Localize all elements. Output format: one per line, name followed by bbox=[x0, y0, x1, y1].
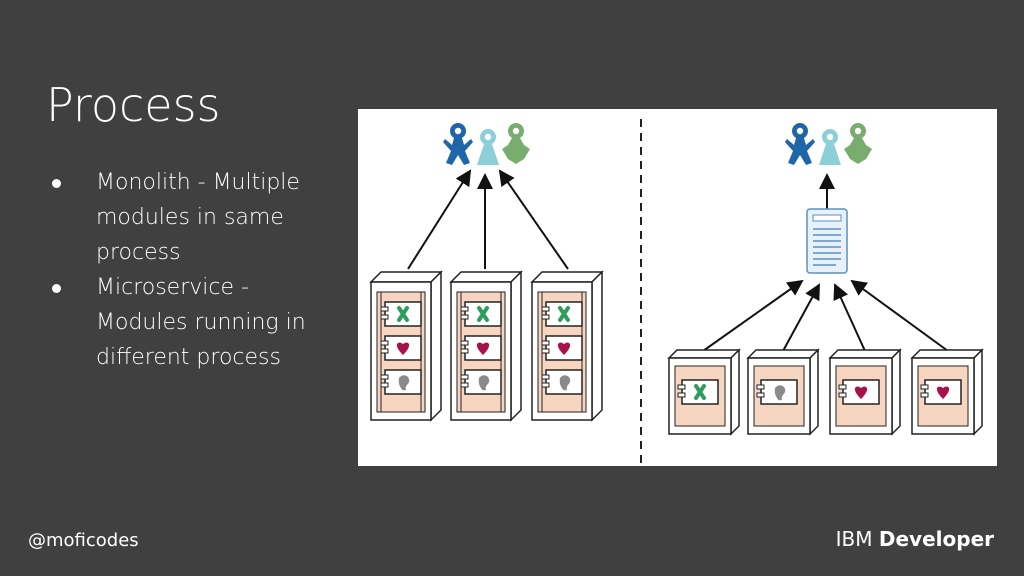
brand-ibm: IBM bbox=[835, 527, 873, 551]
microservice-container-2 bbox=[747, 349, 819, 435]
diagram-canvas bbox=[358, 119, 983, 466]
server-doc-icon bbox=[806, 208, 848, 274]
monolith-users-icon bbox=[443, 123, 530, 165]
author-handle: @moficodes bbox=[28, 530, 139, 551]
bullet-dot-icon bbox=[52, 284, 61, 293]
brand-developer: Developer bbox=[878, 527, 994, 551]
slide-title: Process bbox=[46, 78, 221, 132]
bullet-item-monolith: Monolith - Multiple modules in same proc… bbox=[52, 165, 342, 270]
bullet-text: Monolith - Multiple modules in same proc… bbox=[96, 170, 300, 265]
microservice-users-icon bbox=[785, 123, 872, 165]
monolith-container-1 bbox=[371, 272, 441, 420]
microservice-container-4 bbox=[911, 349, 983, 435]
microservice-container-1 bbox=[668, 349, 740, 435]
bullet-item-microservice: Microservice - Modules running in differ… bbox=[52, 270, 342, 375]
architecture-diagram bbox=[358, 109, 997, 466]
bullet-list: Monolith - Multiple modules in same proc… bbox=[52, 165, 342, 375]
bullet-text: Microservice - Modules running in differ… bbox=[96, 275, 306, 370]
microservice-container-3 bbox=[829, 349, 901, 435]
bullet-dot-icon bbox=[52, 179, 61, 188]
brand-logo: IBM Developer bbox=[836, 527, 994, 551]
monolith-container-2 bbox=[451, 272, 521, 420]
monolith-container-3 bbox=[532, 272, 602, 420]
